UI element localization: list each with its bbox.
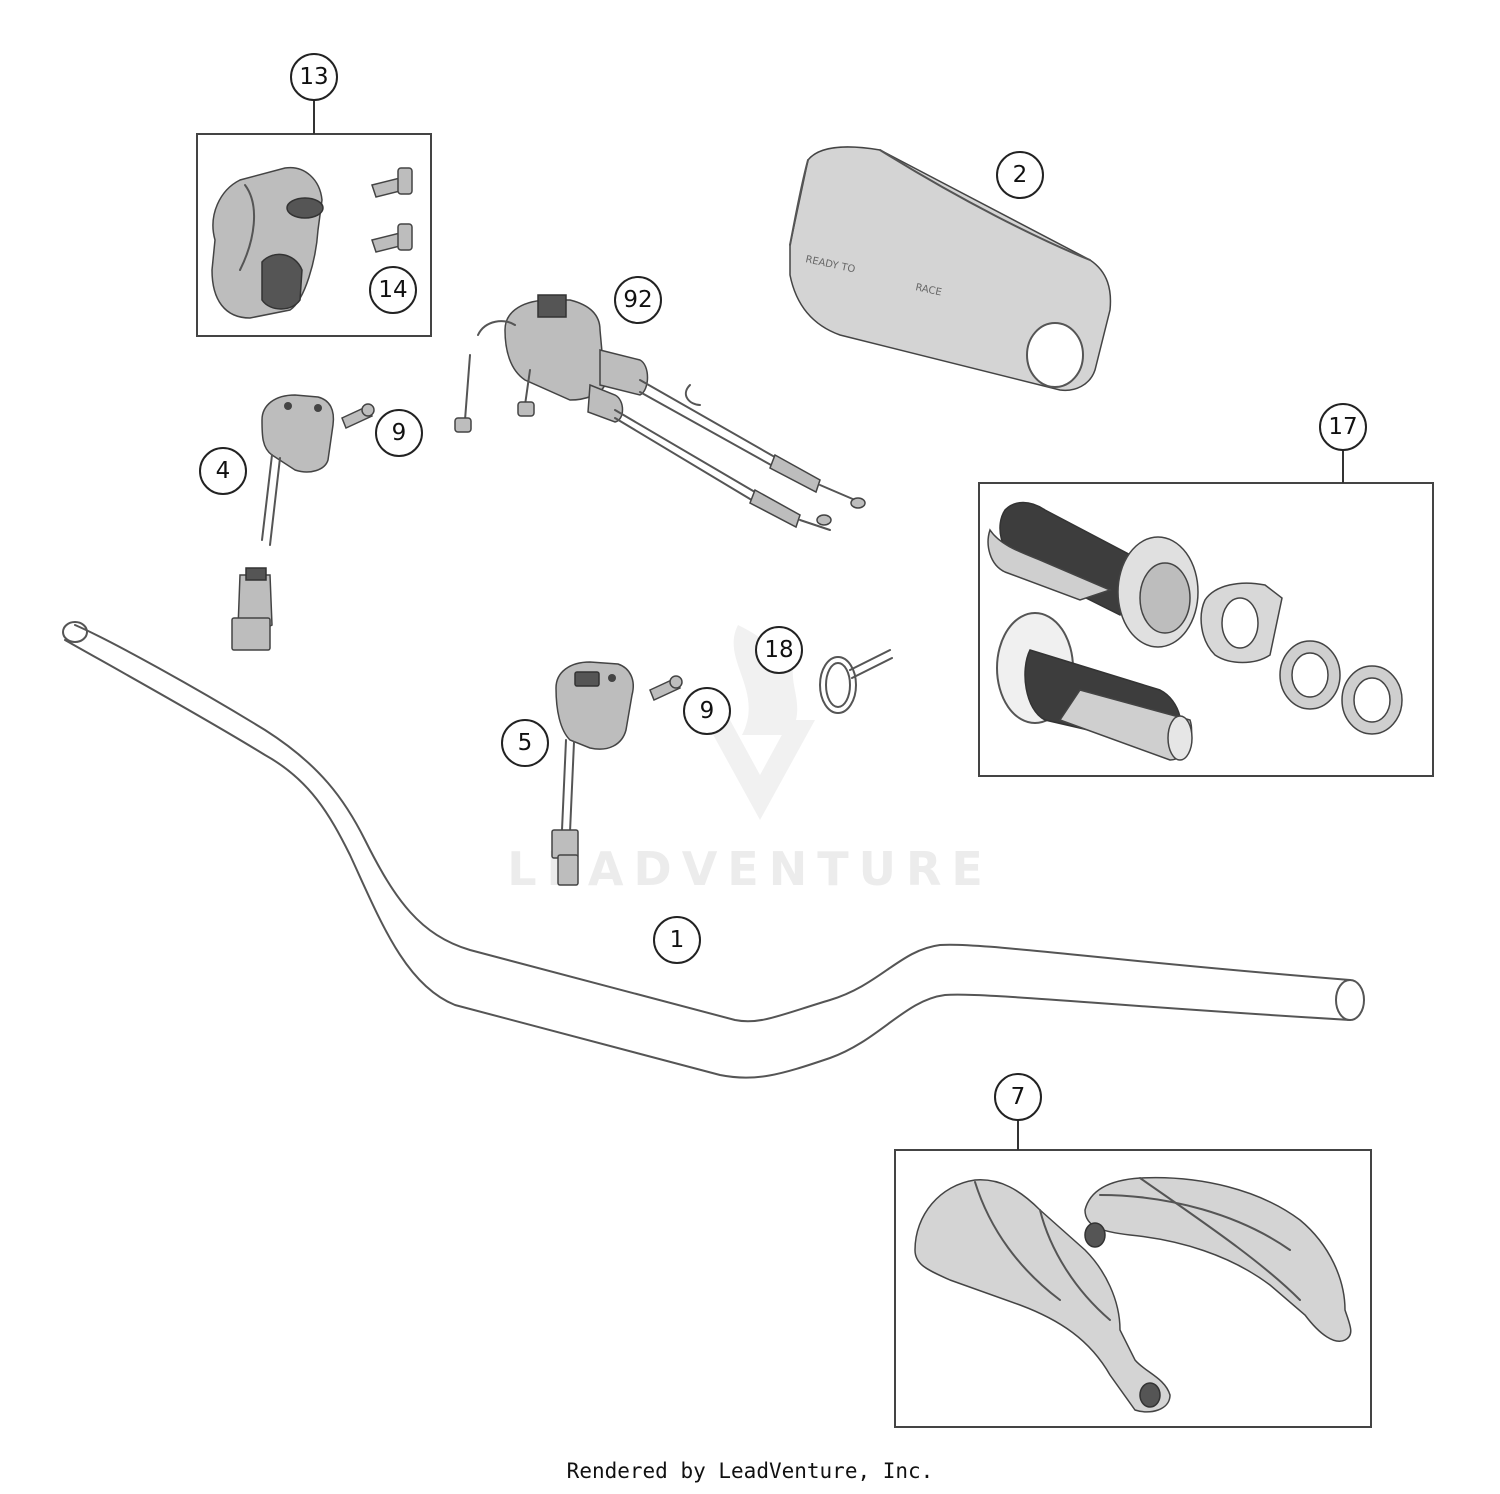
callout-14-label: 14: [378, 277, 407, 303]
part-4-left-switch: [231, 394, 335, 651]
callout-9-upper-label: 9: [392, 420, 407, 446]
callout-92-label: 92: [623, 287, 652, 313]
callout-18-label: 18: [764, 637, 793, 663]
part-9-screw-lower: [649, 675, 683, 702]
part-17-grips-box: [978, 482, 1434, 777]
callout-1: 1: [653, 916, 701, 964]
callout-9-upper: 9: [375, 409, 423, 457]
grip-lower: [996, 612, 1193, 761]
part-9-screw-upper: [341, 403, 375, 430]
pad-text-right: RACE: [914, 282, 942, 298]
part-5-right-switch: [551, 661, 634, 886]
part-18-cable-tie: [819, 649, 893, 714]
footer-credit: Rendered by LeadVenture, Inc.: [566, 1459, 934, 1483]
callout-13: 13: [290, 53, 338, 134]
part-1-handlebar: [62, 621, 1365, 1079]
grip-rings: [1279, 640, 1403, 735]
part-14-bolts: [371, 167, 413, 253]
callout-5-label: 5: [518, 730, 533, 756]
part-92-throttle-assembly: [454, 294, 866, 531]
grip-upper: [987, 501, 1199, 648]
callout-17: 17: [1319, 403, 1367, 483]
callout-18: 18: [755, 626, 803, 674]
callout-13-label: 13: [299, 64, 328, 90]
callout-92: 92: [614, 276, 662, 324]
callout-14: 14: [369, 266, 417, 314]
callout-4-label: 4: [216, 458, 231, 484]
callout-7: 7: [994, 1073, 1042, 1150]
callout-17-label: 17: [1328, 414, 1357, 440]
callout-9-lower: 9: [683, 687, 731, 735]
callout-7-label: 7: [1011, 1084, 1026, 1110]
callout-9-lower-label: 9: [700, 698, 715, 724]
callout-1-label: 1: [670, 927, 685, 953]
part-13-clamp-box: [196, 133, 432, 337]
watermark-text: LEADVENTURE: [507, 842, 993, 896]
part-7-handguards-box: [894, 1149, 1372, 1428]
callout-5: 5: [501, 719, 549, 767]
throttle-cam: [1200, 582, 1283, 664]
callout-2-label: 2: [1013, 162, 1028, 188]
callout-4: 4: [199, 447, 247, 495]
watermark: LEADVENTURE: [507, 625, 993, 896]
part-2-handlebar-pad: READY TO RACE: [789, 146, 1112, 392]
handguard-left: [914, 1179, 1171, 1413]
callout-2: 2: [996, 151, 1044, 199]
handguard-right: [1084, 1176, 1352, 1342]
